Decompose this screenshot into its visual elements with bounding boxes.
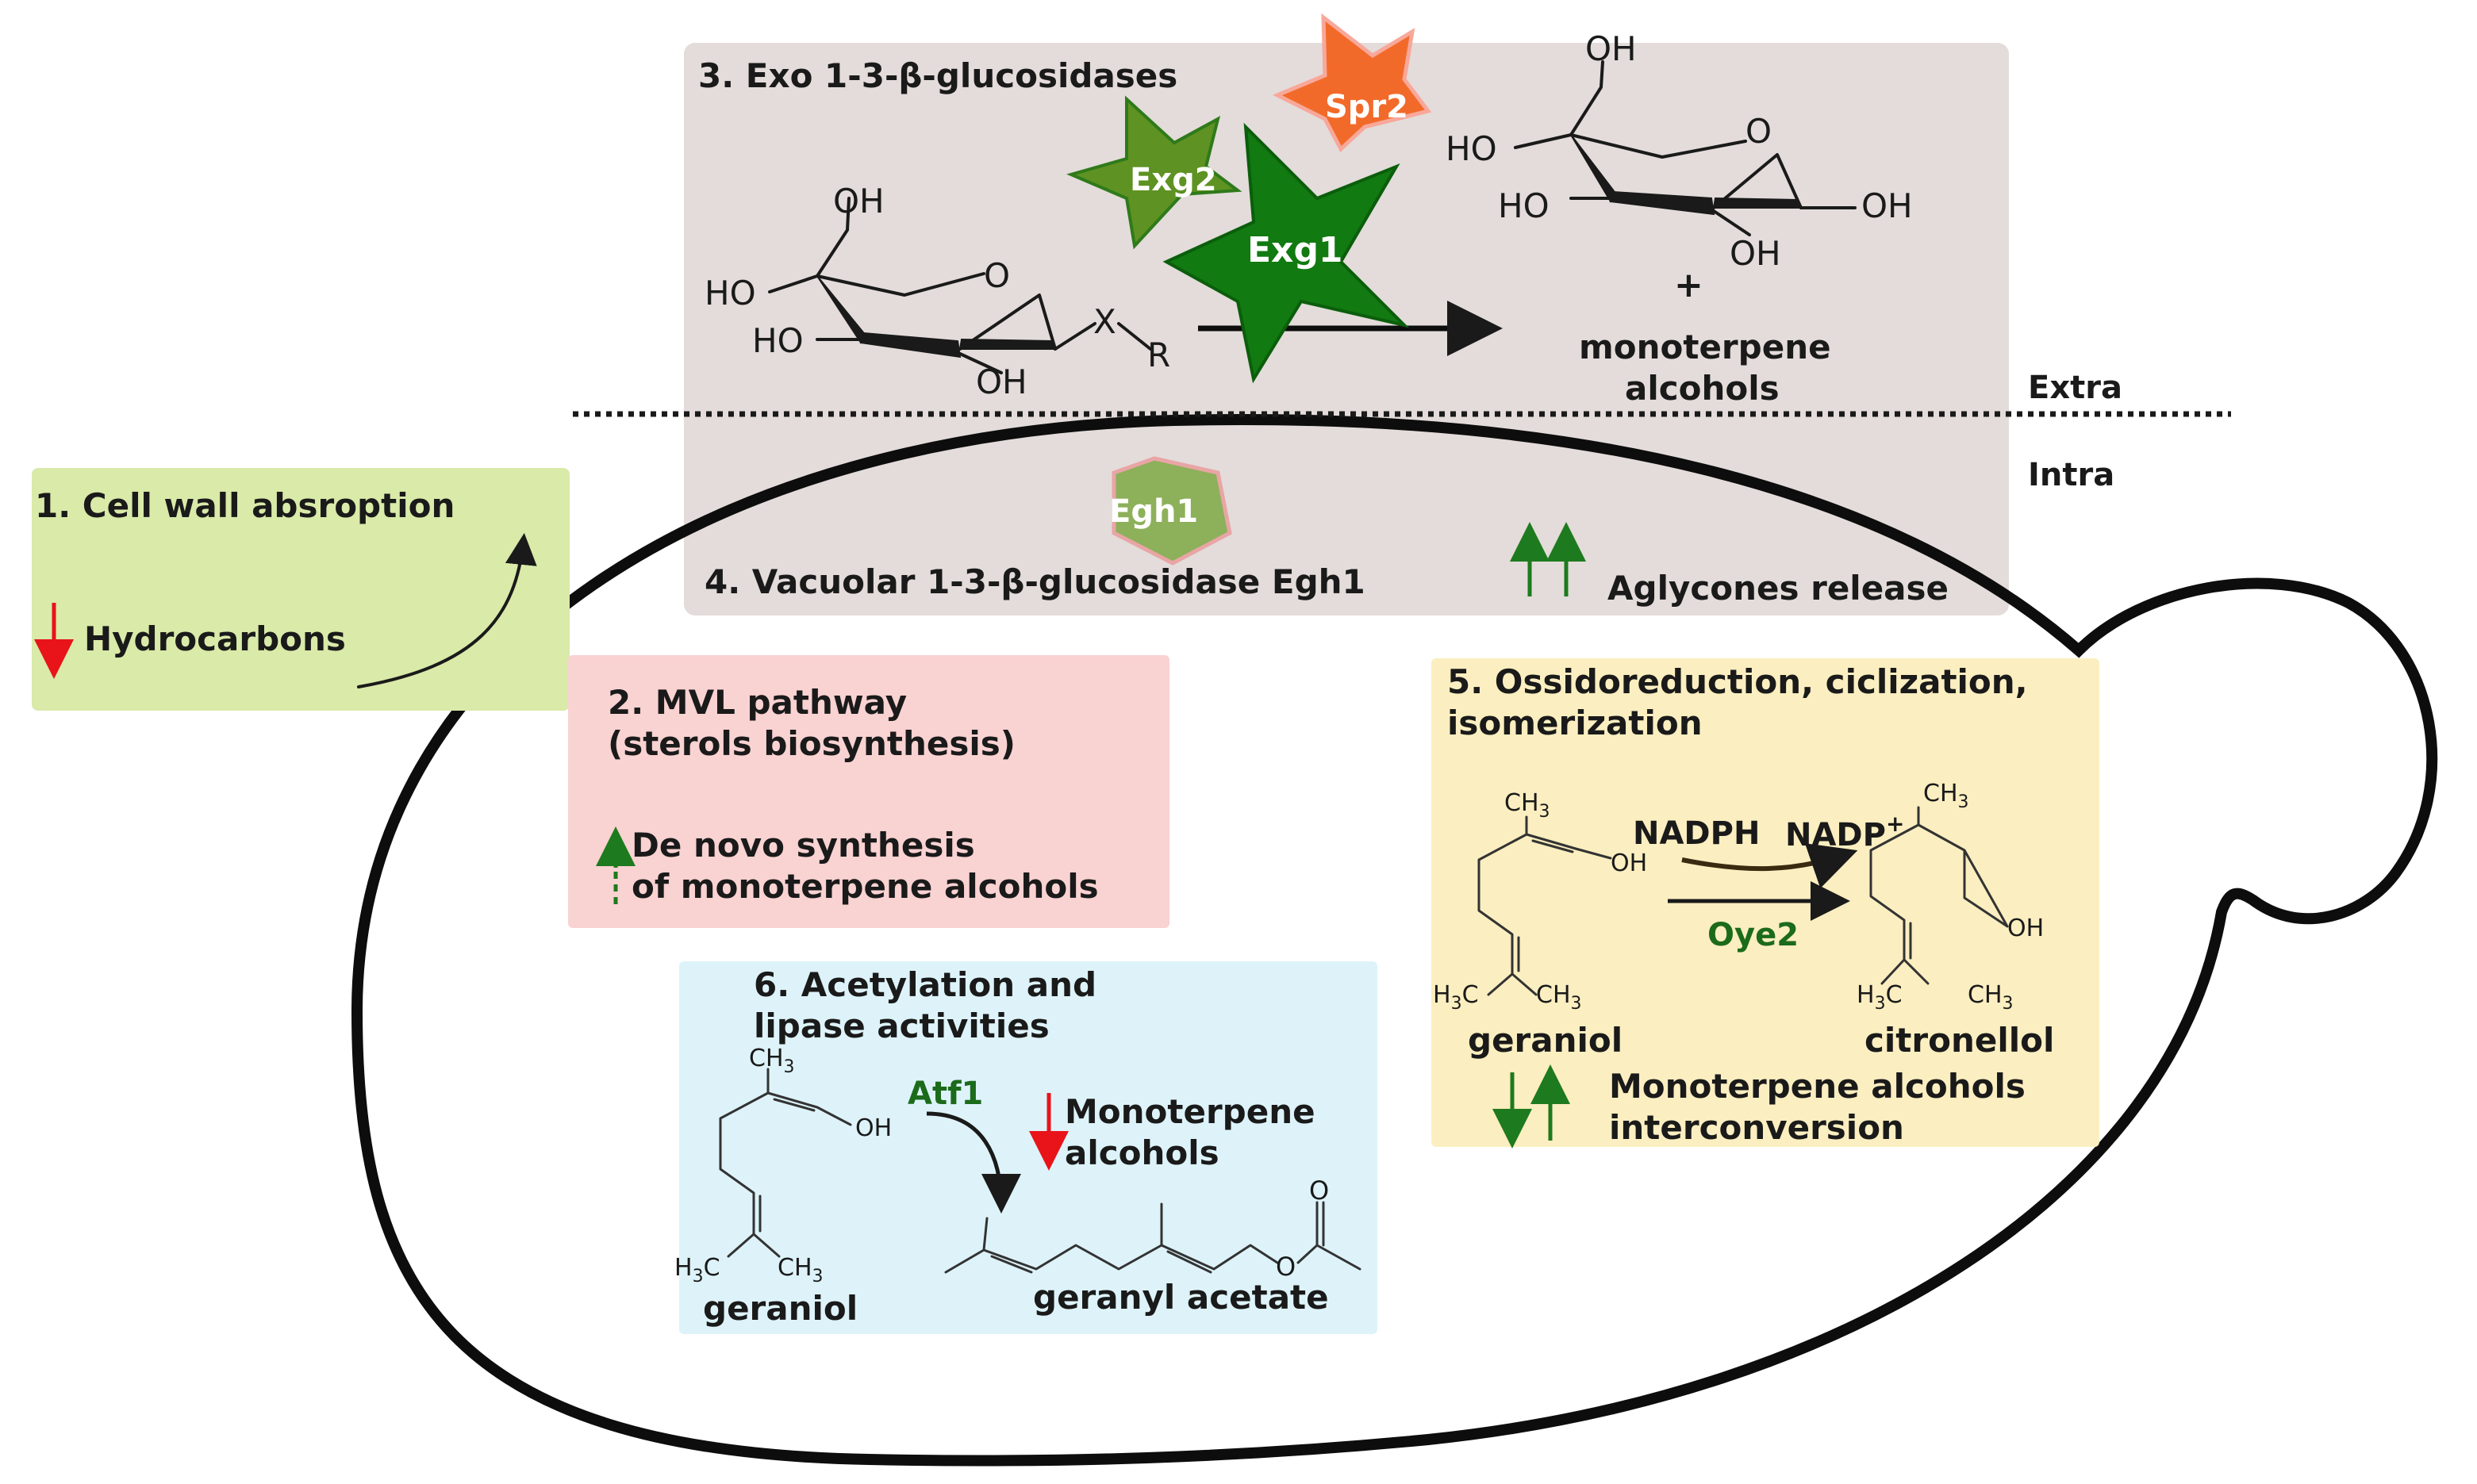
c-h3c: H3C bbox=[1857, 981, 1903, 1014]
nadph-label: NADPH bbox=[1633, 815, 1760, 852]
enzyme-egh1: Egh1 bbox=[1109, 456, 1232, 566]
interconversion-line-1: Monoterpene alcohols bbox=[1609, 1067, 2026, 1106]
geraniol-skeleton-6 bbox=[719, 1068, 852, 1258]
hydrocarbons-label: Hydrocarbons bbox=[84, 619, 346, 658]
nadph-curve bbox=[1681, 843, 1858, 888]
citronellol-skeleton bbox=[1869, 806, 2009, 985]
oye2-label: Oye2 bbox=[1707, 917, 1799, 953]
atf1-label: Atf1 bbox=[908, 1076, 983, 1112]
geraniol-label-5: geraniol bbox=[1468, 1021, 1623, 1060]
glucose-ho-left: HO bbox=[1446, 129, 1497, 168]
extra-label: Extra bbox=[2028, 370, 2122, 406]
ga-o-carbonyl: O bbox=[1309, 1175, 1329, 1206]
egh1-shape bbox=[1112, 456, 1232, 566]
box-exo-title: 3. Exo 1-3-β-glucosidases bbox=[698, 56, 1177, 95]
aglycones-label: Aglycones release bbox=[1607, 569, 1949, 608]
box-acetylation-bg bbox=[679, 961, 1377, 1334]
box-ossidoreduction: 5. Ossidoreduction, ciclization, isomeri… bbox=[1431, 658, 2099, 1148]
interconversion-line-2: interconversion bbox=[1609, 1108, 1904, 1147]
substrate-ho-left: HO bbox=[705, 274, 756, 313]
g5-ch3-top: CH3 bbox=[1504, 789, 1550, 822]
plus-sign: + bbox=[1674, 265, 1703, 305]
g6-oh: OH bbox=[855, 1114, 892, 1142]
box-vacuolar-title: 4. Vacuolar 1-3-β-glucosidase Egh1 bbox=[705, 562, 1365, 601]
glucose-ho-bottom: HO bbox=[1498, 186, 1550, 225]
monoterpene-line-2: alcohols bbox=[1065, 1133, 1219, 1172]
substrate-ring-o: O bbox=[984, 256, 1010, 295]
exg2-shape bbox=[1066, 95, 1242, 250]
box-mvl-title-1: 2. MVL pathway bbox=[608, 683, 907, 722]
g5-oh: OH bbox=[1611, 849, 1647, 877]
geranyl-acetate-skeleton bbox=[944, 1201, 1361, 1274]
spr2-label: Spr2 bbox=[1325, 89, 1408, 125]
box-mvl-pathway: 2. MVL pathway (sterols biosynthesis) De… bbox=[568, 655, 1169, 928]
absorption-arrow bbox=[357, 533, 537, 688]
box-acetylation-title-1: 6. Acetylation and bbox=[754, 965, 1096, 1004]
glucose-oh-top: OH bbox=[1585, 29, 1637, 68]
glucose-oh-bottom: OH bbox=[1730, 234, 1781, 273]
box-acetylation: 6. Acetylation and lipase activities CH3… bbox=[674, 961, 1377, 1334]
box-cell-wall: 1. Cell wall absroption Hydrocarbons bbox=[32, 468, 570, 711]
de-novo-line-1: De novo synthesis bbox=[632, 826, 975, 865]
enzyme-exg1: Exg1 bbox=[1162, 122, 1410, 384]
substrate-x: X bbox=[1093, 302, 1116, 341]
substrate-r: R bbox=[1147, 336, 1170, 374]
egh1-label: Egh1 bbox=[1109, 493, 1198, 530]
geraniol-skeleton-5 bbox=[1477, 815, 1612, 996]
substrate-ho-bottom: HO bbox=[752, 321, 804, 360]
acetylation-arrow bbox=[926, 1111, 1021, 1214]
box-mvl-bg bbox=[568, 655, 1169, 928]
ga-double-2 bbox=[1166, 1250, 1212, 1274]
exg1-shape bbox=[1162, 122, 1410, 384]
g6-ch3-top: CH3 bbox=[749, 1045, 795, 1077]
spr2-shape bbox=[1272, 13, 1432, 153]
box-cell-wall-bg bbox=[32, 468, 570, 711]
substrate-oh-bottom: OH bbox=[976, 362, 1027, 401]
c-oh: OH bbox=[2007, 915, 2044, 942]
ga-o-ester: O bbox=[1276, 1252, 1296, 1282]
monoterpene-product-2: alcohols bbox=[1625, 369, 1780, 408]
monoterpene-product-1: monoterpene bbox=[1579, 328, 1831, 366]
box-acetylation-title-2: lipase activities bbox=[754, 1007, 1050, 1045]
glucose-structure: OH HO HO OH OH O bbox=[1446, 29, 1913, 273]
de-novo-line-2: of monoterpene alcohols bbox=[632, 867, 1099, 906]
geraniol-double-1 bbox=[1531, 839, 1574, 853]
glucose-oh-right: OH bbox=[1861, 186, 1913, 225]
monoterpene-line-1: Monoterpene bbox=[1065, 1092, 1315, 1131]
g5-h3c: H3C bbox=[1433, 981, 1479, 1014]
geraniol-label-6: geraniol bbox=[703, 1289, 858, 1328]
intra-label: Intra bbox=[2028, 457, 2114, 493]
c-ch3-top: CH3 bbox=[1923, 780, 1969, 812]
enzyme-spr2: Spr2 bbox=[1272, 13, 1432, 153]
glucoside-structure: OH HO HO OH O X R bbox=[705, 182, 1170, 401]
ga-double-1 bbox=[990, 1255, 1033, 1274]
c-ch3: CH3 bbox=[1968, 981, 2014, 1014]
citronellol-label: citronellol bbox=[1864, 1021, 2054, 1060]
g6-h3c: H3C bbox=[674, 1254, 720, 1287]
g6-ch3: CH3 bbox=[778, 1254, 824, 1287]
exg2-label: Exg2 bbox=[1130, 162, 1217, 198]
box-cell-wall-title: 1. Cell wall absroption bbox=[35, 486, 455, 525]
enzyme-exg2: Exg2 bbox=[1066, 95, 1242, 250]
box-ossido-title-1: 5. Ossidoreduction, ciclization, bbox=[1447, 662, 2028, 701]
box-ossido-title-2: isomerization bbox=[1447, 704, 1703, 742]
glucose-ring-o: O bbox=[1745, 112, 1772, 151]
cell-outline bbox=[351, 413, 2438, 1467]
substrate-oh-top: OH bbox=[833, 182, 885, 220]
box-mvl-title-2: (sterols biosynthesis) bbox=[608, 724, 1016, 763]
g5-ch3: CH3 bbox=[1536, 981, 1582, 1014]
exg1-label: Exg1 bbox=[1247, 230, 1343, 270]
geraniol6-double-1 bbox=[773, 1098, 816, 1112]
geranyl-acetate-label: geranyl acetate bbox=[1033, 1278, 1329, 1317]
